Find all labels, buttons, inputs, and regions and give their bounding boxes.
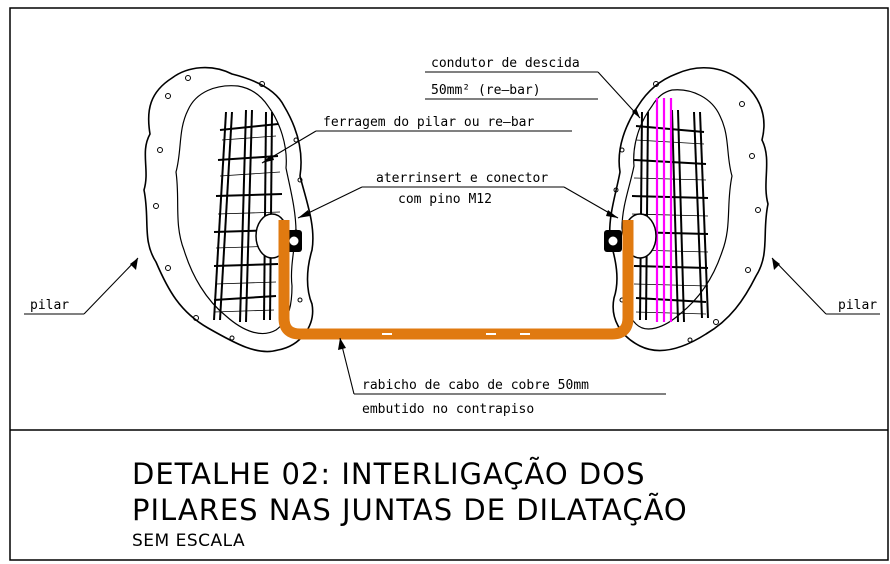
label-aterrinsert-line1: aterrinsert e conector (376, 171, 548, 186)
pillar-outline-left (143, 66, 314, 353)
title-line1: DETALHE 02: INTERLIGAÇÃO DOS (132, 457, 645, 491)
label-aterrinsert-line2: com pino M12 (398, 192, 492, 207)
label-condutor-line2: 50mm² (re–bar) (431, 83, 541, 98)
title-scale: SEM ESCALA (132, 531, 245, 551)
pillar-core-left (175, 85, 297, 335)
label-ferragem: ferragem do pilar ou re–bar (323, 115, 534, 130)
copper-cable (278, 220, 634, 340)
leader-arrows (130, 108, 780, 350)
drawing-frame (9, 7, 889, 561)
leader-lines (24, 71, 880, 395)
title-line2: PILARES NAS JUNTAS DE DILATAÇÃO (132, 493, 688, 527)
pillar-outline-right (608, 66, 769, 352)
label-rabicho-line2: embutido no contrapiso (362, 402, 534, 417)
down-conductor (655, 98, 673, 322)
label-pilar-right: pilar (838, 298, 877, 313)
label-rabicho-line1: rabicho de cabo de cobre 50mm (362, 378, 589, 393)
label-pilar-left: pilar (30, 298, 69, 313)
pillar-core-right (621, 89, 733, 330)
label-condutor-line1: condutor de descida (431, 56, 580, 71)
